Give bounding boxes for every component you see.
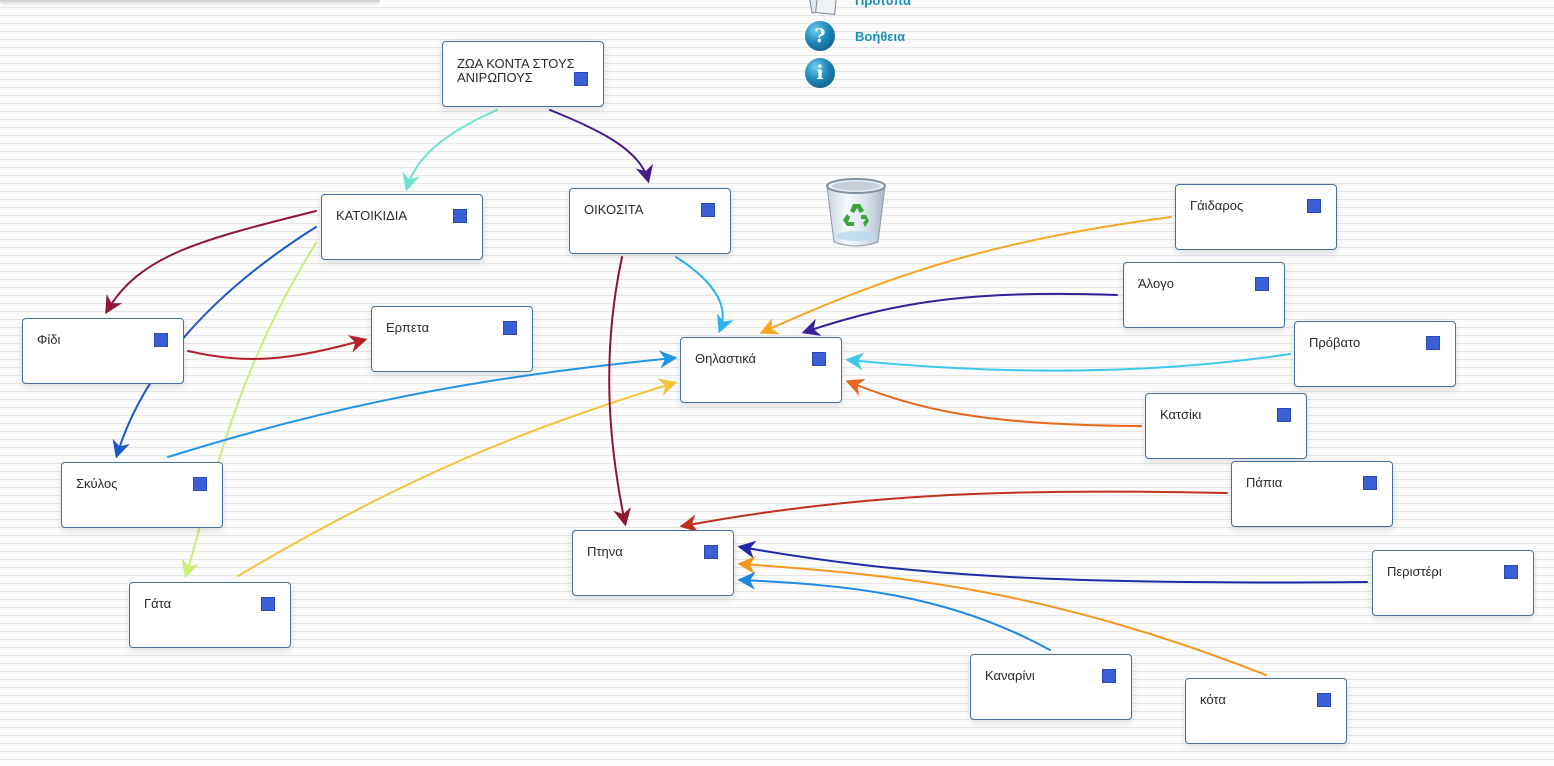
edge-sheep-to-mammals[interactable]: [845, 352, 1291, 372]
node-duck[interactable]: Πάπια: [1231, 461, 1393, 527]
node-domestic[interactable]: ΟΙΚΟΣΙΤΑ: [569, 188, 731, 254]
node-menu-square[interactable]: [503, 321, 517, 335]
edge-dog-to-mammals[interactable]: [167, 350, 678, 458]
node-label: Γάιδαρος: [1190, 198, 1244, 213]
node-menu-square[interactable]: [154, 333, 168, 347]
recycle-bin-icon[interactable]: [822, 176, 890, 248]
node-menu-square[interactable]: [1363, 476, 1377, 490]
node-birds[interactable]: Πτηνα: [572, 530, 734, 596]
node-menu-square[interactable]: [701, 203, 715, 217]
templates-icon[interactable]: [808, 0, 837, 16]
node-cat[interactable]: Γάτα: [129, 582, 291, 648]
edge-domestic-to-mammals[interactable]: [675, 256, 734, 334]
node-menu-square[interactable]: [193, 477, 207, 491]
node-sheep[interactable]: Πρόβατο: [1294, 321, 1456, 387]
edge-root-to-domestic[interactable]: [549, 109, 653, 184]
node-menu-square[interactable]: [1255, 277, 1269, 291]
node-label: κότα: [1200, 692, 1226, 707]
node-label: Πρόβατο: [1309, 335, 1361, 350]
node-label: ΚΑΤΟΙΚΙΔΙΑ: [336, 208, 408, 223]
node-donkey[interactable]: Γάιδαρος: [1175, 184, 1337, 250]
edge-goat-to-mammals[interactable]: [845, 378, 1142, 427]
node-label: Φίδι: [37, 332, 61, 347]
info-icon[interactable]: i: [805, 58, 835, 88]
node-label: Πτηνα: [587, 544, 623, 559]
node-menu-square[interactable]: [574, 72, 588, 86]
node-menu-square[interactable]: [1317, 693, 1331, 707]
node-pigeon[interactable]: Περιστέρι: [1372, 550, 1534, 616]
node-menu-square[interactable]: [812, 352, 826, 366]
edge-cat-to-mammals[interactable]: [237, 378, 678, 577]
help-link[interactable]: Βοήθεια: [855, 29, 906, 44]
node-menu-square[interactable]: [704, 545, 718, 559]
node-label: ΟΙΚΟΣΙΤΑ: [584, 202, 644, 217]
node-menu-square[interactable]: [1277, 408, 1291, 422]
node-mammals[interactable]: Θηλαστικά: [680, 337, 842, 403]
node-snake[interactable]: Φίδι: [22, 318, 184, 384]
node-label: Καναρίνι: [985, 668, 1035, 683]
edge-horse-to-mammals[interactable]: [801, 292, 1118, 336]
node-label: Ερπετα: [386, 320, 430, 335]
node-menu-square[interactable]: [1307, 199, 1321, 213]
node-menu-square[interactable]: [1504, 565, 1518, 579]
edge-pets-to-cat[interactable]: [181, 242, 317, 579]
node-canary[interactable]: Καναρίνι: [970, 654, 1132, 720]
edge-snake-to-reptiles[interactable]: [187, 335, 368, 360]
edge-domestic-to-birds[interactable]: [608, 256, 631, 527]
node-root[interactable]: ΖΩΑ ΚΟΝΤΑ ΣΤΟΥΣ ΑΝΙΡΩΠΟΥΣ: [442, 41, 604, 107]
node-label: Γάτα: [144, 596, 172, 611]
node-horse[interactable]: Άλογο: [1123, 262, 1285, 328]
node-menu-square[interactable]: [453, 209, 467, 223]
help-question-icon[interactable]: ?: [805, 21, 835, 51]
node-reptiles[interactable]: Ερπετα: [371, 306, 533, 372]
node-label: Κατσίκι: [1160, 407, 1202, 422]
node-chicken[interactable]: κότα: [1185, 678, 1347, 744]
edge-canary-to-birds[interactable]: [737, 571, 1051, 651]
node-menu-square[interactable]: [1426, 336, 1440, 350]
edge-root-to-pets[interactable]: [402, 109, 498, 192]
edge-chicken-to-birds[interactable]: [737, 556, 1267, 676]
node-label: Άλογο: [1138, 276, 1174, 291]
node-menu-square[interactable]: [1102, 669, 1116, 683]
templates-link[interactable]: Πρότυπα: [855, 0, 911, 8]
edge-pigeon-to-birds[interactable]: [737, 540, 1368, 584]
node-label: ΖΩΑ ΚΟΝΤΑ ΣΤΟΥΣ ΑΝΙΡΩΠΟΥΣ: [457, 56, 575, 85]
node-label: Σκύλος: [76, 476, 118, 491]
node-label: Θηλαστικά: [695, 351, 757, 366]
node-menu-square[interactable]: [261, 597, 275, 611]
node-goat[interactable]: Κατσίκι: [1145, 393, 1307, 459]
edge-donkey-to-mammals[interactable]: [759, 216, 1172, 335]
edge-pets-to-snake[interactable]: [105, 210, 317, 315]
edge-duck-to-birds[interactable]: [679, 490, 1228, 533]
node-label: Πάπια: [1246, 475, 1283, 490]
node-dog[interactable]: Σκύλος: [61, 462, 223, 528]
node-pets[interactable]: ΚΑΤΟΙΚΙΔΙΑ: [321, 194, 483, 260]
top-shadow: [0, 0, 380, 6]
node-label: Περιστέρι: [1387, 564, 1442, 579]
